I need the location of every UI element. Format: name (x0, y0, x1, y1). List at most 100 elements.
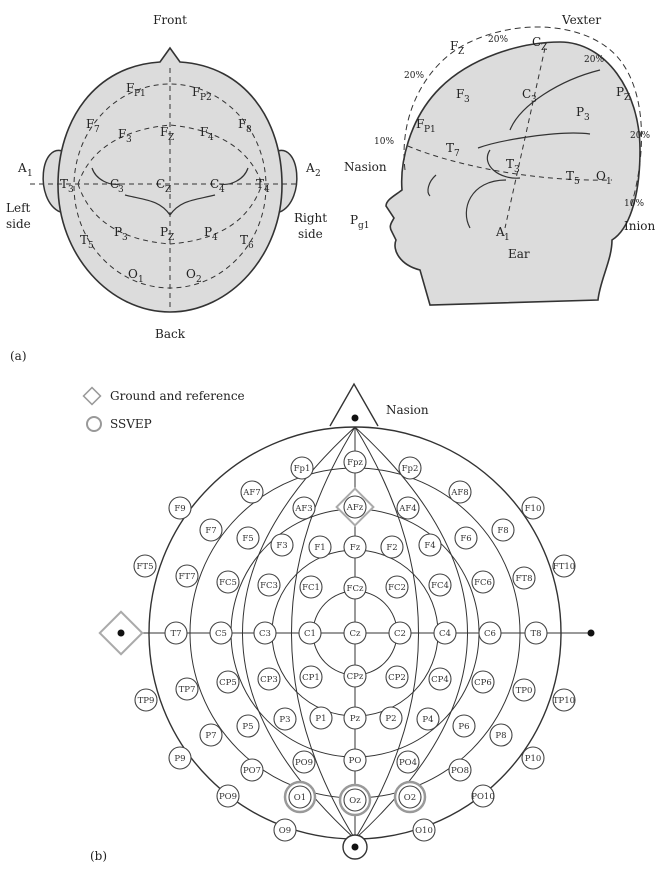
electrode-label: C6 (484, 629, 496, 639)
electrode-label: F6 (460, 534, 471, 544)
electrode-p7: P7 (199, 723, 223, 747)
electrode-label: CP3 (260, 675, 278, 685)
electrode-label: CP1 (302, 673, 320, 683)
electrode-circle (428, 573, 452, 597)
electrode-label: P9 (174, 754, 185, 764)
electrode-circle (168, 746, 192, 770)
electrode-circle (343, 450, 367, 474)
electrode-label: P3 (279, 715, 290, 725)
left-side-label-2: side (6, 217, 31, 231)
electrode-label: Cz (350, 629, 362, 639)
electrode-p10: P10 (521, 746, 545, 770)
svg-text:7: 7 (454, 149, 460, 159)
svg-text:C: C (210, 177, 219, 191)
svg-text:1: 1 (504, 233, 510, 243)
svg-text:F: F (86, 117, 94, 131)
electrode-circle (385, 665, 409, 689)
electrode-circle (309, 706, 333, 730)
electrode-fcz: FCz (343, 576, 367, 600)
svg-text:3: 3 (531, 95, 537, 105)
electrode-p2: P2 (379, 706, 403, 730)
svg-text:2: 2 (196, 275, 202, 285)
svg-text:8: 8 (246, 125, 252, 135)
svg-text:3: 3 (514, 165, 520, 175)
electrode-p1: P1 (309, 706, 333, 730)
electrode-label: F5 (242, 534, 253, 544)
electrode-label: PO (349, 756, 362, 766)
electrode-po10: PO10 (471, 784, 495, 808)
svg-text:T: T (256, 177, 264, 191)
electrode-circle (270, 533, 294, 557)
electrode-fz: Fz (343, 535, 367, 559)
electrode-circle (209, 621, 233, 645)
electrode-circle (298, 621, 322, 645)
electrode-label: P2 (385, 714, 396, 724)
side-view-labels: Vexter Nasion Inion Ear 20% 20% 20% 20% … (344, 13, 656, 261)
electrode-cp5: CP5 (216, 670, 240, 694)
svg-text:A: A (17, 161, 27, 175)
electrode-label: FT7 (179, 572, 196, 582)
electrode-tp7: TP7 (175, 677, 199, 701)
svg-text:F: F (160, 125, 168, 139)
electrode-f2: F2 (380, 535, 404, 559)
electrode-cz: Cz (343, 621, 367, 645)
svg-text:4: 4 (212, 233, 218, 243)
svg-text:1: 1 (27, 169, 33, 179)
electrode-c1: C1 (298, 621, 322, 645)
electrode-circle (175, 677, 199, 701)
electrode-t8: T8 (524, 621, 548, 645)
electrode-fc6: FC6 (471, 570, 495, 594)
electrode-circle (343, 788, 367, 812)
electrode-circle (175, 564, 199, 588)
electrode-circle (164, 621, 188, 645)
electrode-af7: AF7 (240, 480, 264, 504)
electrode-p5: P5 (236, 714, 260, 738)
electrode-label: PO8 (451, 766, 469, 776)
electrode-circle (396, 496, 420, 520)
electrode-circle (454, 526, 478, 550)
electrode-o10: O10 (412, 818, 436, 842)
svg-text:1: 1 (138, 275, 144, 285)
top-view-head (30, 46, 300, 313)
svg-text:P1: P1 (134, 89, 146, 99)
svg-text:3: 3 (464, 95, 470, 105)
svg-text:C: C (522, 87, 531, 101)
electrode-label: Fz (350, 543, 361, 553)
pct-d: 20% (630, 131, 650, 141)
electrode-c2: C2 (388, 621, 412, 645)
electrode-fc5: FC5 (216, 570, 240, 594)
svg-text:3: 3 (584, 113, 590, 123)
electrode-label: F3 (276, 541, 287, 551)
vexter-label: Vexter (561, 13, 601, 27)
electrode-ft9: FT5 (133, 554, 157, 578)
electrode-label: FCz (347, 584, 364, 594)
svg-text:Z: Z (168, 233, 174, 243)
electrode-label: TP0 (516, 686, 533, 696)
svg-text:O: O (596, 169, 606, 183)
electrode-c5: C5 (209, 621, 233, 645)
electrode-label: FT5 (137, 562, 154, 572)
electrode-circle (343, 576, 367, 600)
electrode-po4: PO4 (396, 750, 420, 774)
electrode-circle (168, 496, 192, 520)
electrode-circle (396, 750, 420, 774)
electrode-afz: AFz (335, 487, 375, 527)
electrode-label: PO9 (295, 758, 313, 768)
electrode-label: FC4 (431, 581, 449, 591)
electrode-o2: O2 (393, 780, 427, 814)
electrode-o1: O1 (283, 780, 317, 814)
electrode-fc2: FC2 (385, 575, 409, 599)
electrode-c6: C6 (478, 621, 502, 645)
electrode-label: P6 (458, 722, 469, 732)
electrode-p6: P6 (452, 714, 476, 738)
svg-text:P1: P1 (424, 125, 436, 135)
svg-text:F: F (126, 81, 134, 95)
